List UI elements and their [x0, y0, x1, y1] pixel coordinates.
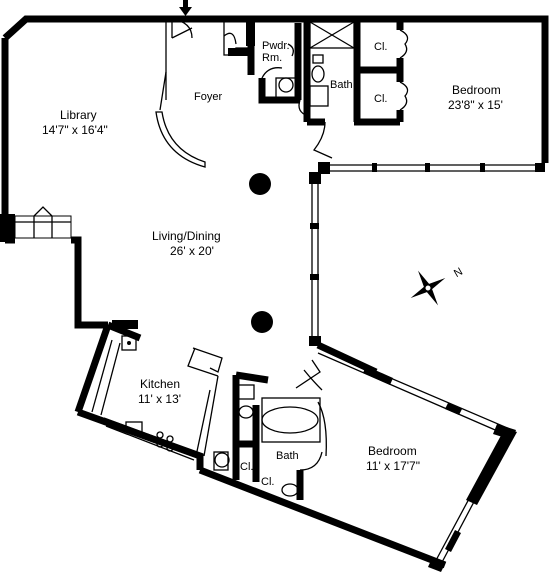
living-dining-dims: 26' x 20' [170, 244, 214, 258]
fixtures [91, 21, 355, 497]
column-icon [251, 311, 273, 333]
foyer-label: Foyer [194, 91, 222, 103]
living-room-windows [309, 172, 321, 346]
lower-closet-label-1: Cl. [240, 461, 253, 473]
powder-room-label-2: Rm. [262, 52, 282, 64]
lower-bedroom-windows [317, 346, 517, 572]
library-window [0, 206, 72, 242]
lower-bath-label: Bath [276, 450, 299, 462]
upper-closet-label-2: Cl. [374, 93, 387, 105]
upper-bath-label: Bath [330, 79, 353, 91]
upper-closet-label-1: Cl. [374, 41, 387, 53]
kitchen-label: Kitchen [140, 377, 180, 391]
compass-label: N [452, 266, 465, 280]
library-dims: 14'7" x 16'4" [42, 123, 108, 137]
entry-arrow-icon [179, 0, 192, 16]
upper-bedroom-label: Bedroom [452, 83, 501, 97]
lower-bedroom-dims: 11' x 17'7" [366, 459, 420, 473]
powder-room-label: Pwdr. [262, 40, 290, 52]
library-label: Library [60, 108, 97, 122]
lower-bedroom-label: Bedroom [368, 444, 417, 458]
compass-rose-icon [410, 270, 446, 306]
upper-bedroom-windows [318, 162, 545, 174]
lower-closet-label-2: Cl. [261, 476, 274, 488]
upper-bedroom-dims: 23'8" x 15' [448, 98, 503, 112]
column-icon [249, 173, 271, 195]
living-dining-label: Living/Dining [152, 229, 221, 243]
kitchen-dims: 11' x 13' [138, 392, 181, 406]
interior-walls [106, 19, 404, 500]
exterior-walls [1, 15, 549, 569]
